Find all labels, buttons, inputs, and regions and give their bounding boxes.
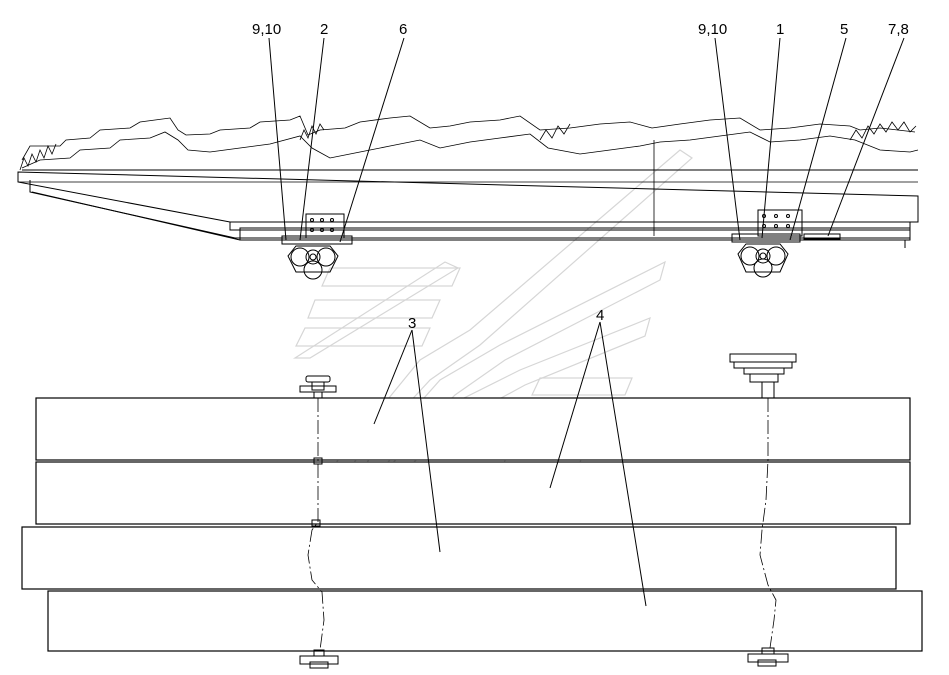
guard-strips — [21, 397, 923, 652]
callout-4: 4 — [596, 307, 604, 324]
left-drive-shaft — [299, 375, 339, 669]
cutter-bar-assembly — [17, 115, 919, 280]
knife-sections-lower — [21, 131, 919, 169]
guard-strip-4 — [47, 590, 923, 652]
cutter-bar-body — [17, 171, 919, 223]
callout-3: 3 — [408, 315, 416, 332]
callout-5: 5 — [840, 21, 848, 38]
callout-1: 1 — [776, 21, 784, 38]
callout-2: 2 — [320, 21, 328, 38]
guard-strip-2 — [35, 461, 911, 525]
callout-7-8: 7,8 — [888, 21, 909, 38]
callout-9-10-right: 9,10 — [698, 21, 727, 38]
guard-strip-3 — [21, 526, 897, 590]
leader-lines — [268, 37, 905, 607]
callout-6: 6 — [399, 21, 407, 38]
left-drive-bracket — [281, 213, 353, 280]
guard-strip-1 — [35, 397, 911, 461]
knife-sections-upper — [21, 115, 916, 161]
callout-labels: 9,10 2 6 9,10 1 5 7,8 3 4 — [252, 21, 909, 332]
callout-9-10-left: 9,10 — [252, 21, 281, 38]
right-drive-shaft — [729, 353, 797, 667]
right-drive-bracket — [731, 209, 841, 278]
